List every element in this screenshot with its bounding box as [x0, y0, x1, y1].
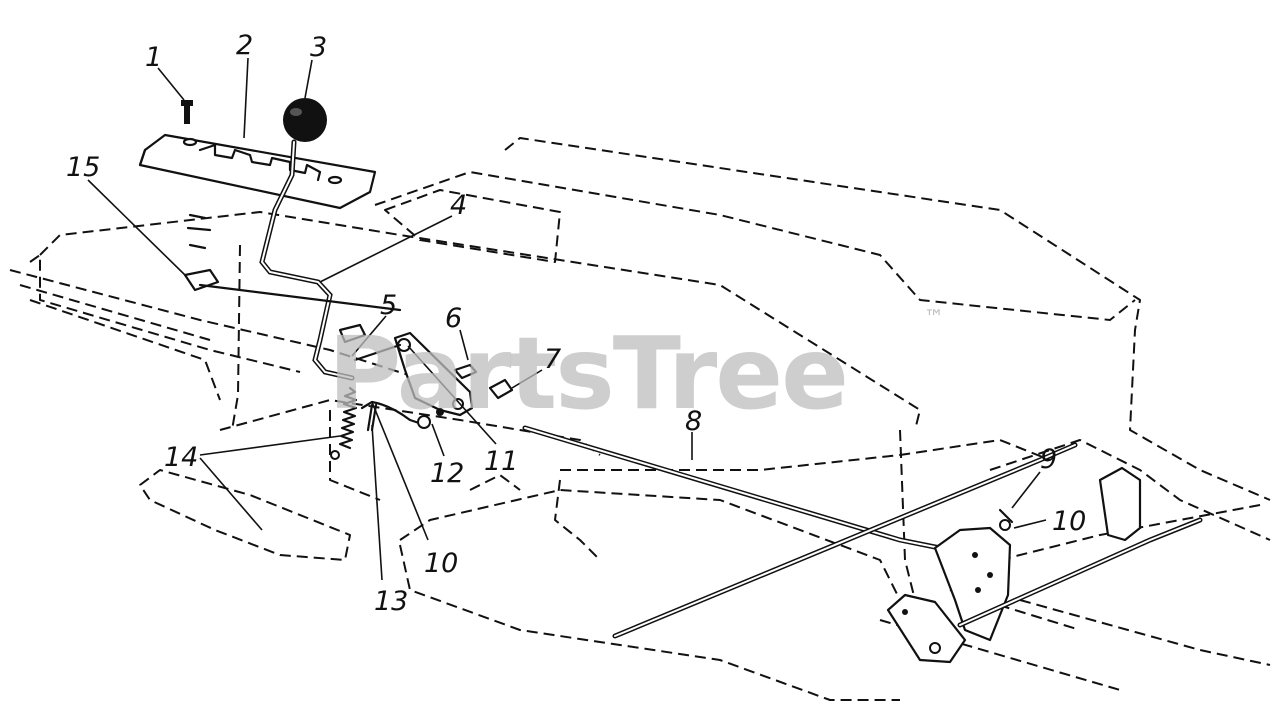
- callout-7: 7: [544, 344, 561, 375]
- watermark-trademark: ™: [924, 305, 944, 329]
- shift-arm-assembly: [886, 466, 1203, 664]
- watermark-text: PartsTree: [328, 315, 847, 432]
- watermark: PartsTree ™: [328, 305, 944, 432]
- callout-11: 11: [484, 446, 518, 477]
- screw: [181, 100, 193, 124]
- spring: [330, 386, 358, 460]
- arc-link: [360, 400, 444, 429]
- callout-13: 13: [374, 586, 408, 617]
- frame-outline: [9, 137, 1271, 701]
- callout-9: 9: [1040, 444, 1057, 475]
- leader-lines: [87, 57, 1047, 581]
- shift-knob: [283, 98, 327, 142]
- callout-3: 3: [310, 32, 327, 63]
- callout-2: 2: [236, 30, 253, 61]
- shift-plate: [138, 133, 377, 210]
- callout-14: 14: [164, 442, 198, 473]
- callout-15: 15: [66, 152, 100, 183]
- callout-1: 1: [145, 42, 162, 73]
- callouts: 1 2 3 4 5 6 7 8 9 10 11 12 10 13 14 15: [66, 30, 1086, 617]
- callout-10-left: 10: [424, 548, 458, 579]
- nut: [488, 378, 514, 400]
- bracket: [183, 213, 402, 312]
- shift-lever: [259, 139, 355, 381]
- callout-8: 8: [685, 406, 702, 437]
- callout-10-right: 10: [1052, 506, 1086, 537]
- callout-5: 5: [380, 290, 397, 321]
- callout-12: 12: [430, 458, 464, 489]
- callout-4: 4: [450, 190, 467, 221]
- shift-rod: [522, 425, 1078, 639]
- callout-6: 6: [445, 303, 462, 334]
- bolt: [453, 363, 478, 380]
